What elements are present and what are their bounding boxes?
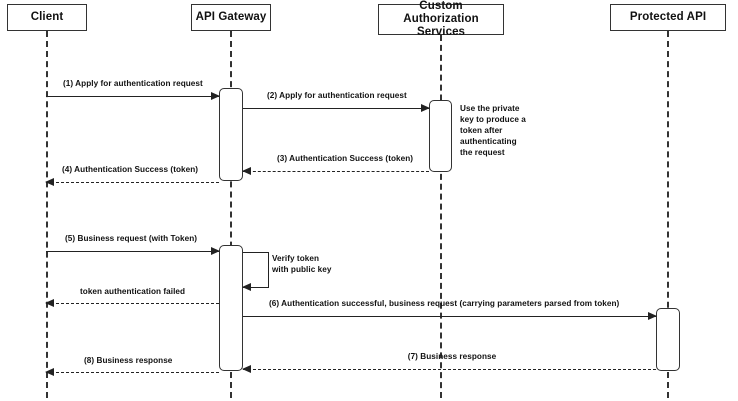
message-line-7 — [243, 369, 656, 370]
message-line-3 — [243, 171, 429, 172]
message-line-5 — [46, 251, 219, 252]
participant-box-api-gateway[interactable]: API Gateway — [191, 4, 271, 31]
arrowhead-right-5 — [211, 246, 220, 255]
activation-bar-custom-authorization-services — [429, 100, 452, 172]
activation-bar-protected-api — [656, 308, 680, 371]
message-line-1 — [46, 96, 219, 97]
note-private-key-line-5: the request — [460, 147, 505, 157]
message-line-8 — [46, 372, 219, 373]
lifeline-protected-api — [667, 31, 669, 398]
message-line-2 — [243, 108, 429, 109]
message-label-7: (7) Business response — [407, 352, 497, 361]
message-label-3: (3) Authentication Success (token) — [277, 154, 414, 163]
message-line-6 — [243, 316, 656, 317]
note-private-key-line-1: Use the private — [460, 104, 520, 113]
participant-box-protected-api[interactable]: Protected API — [610, 4, 726, 31]
participant-box-client[interactable]: Client — [7, 4, 87, 31]
arrowhead-left-self-call — [242, 282, 251, 291]
activation-bar-api-gateway-business — [219, 245, 243, 371]
self-call-bottom-line — [243, 287, 269, 288]
message-line-4 — [46, 182, 219, 183]
participant-label-protected-api: Protected API — [629, 10, 707, 23]
self-call-side-line — [268, 252, 269, 287]
lifeline-custom-authorization-services — [440, 35, 442, 398]
message-line-token-auth-failed — [46, 303, 219, 304]
lifeline-client — [46, 31, 48, 398]
message-label-token-auth-failed: token authentication failed — [80, 287, 186, 296]
participant-label-api-gateway: API Gateway — [195, 10, 267, 23]
arrowhead-left-8 — [45, 367, 54, 376]
note-private-key-line-4: authenticating — [460, 136, 517, 146]
message-label-4: (4) Authentication Success (token) — [62, 165, 199, 174]
note-private-key: Use the private key to produce a token a… — [460, 104, 526, 159]
message-label-8: (8) Business response — [84, 356, 173, 365]
arrowhead-right-6 — [648, 311, 657, 320]
arrowhead-left-7 — [242, 364, 251, 373]
message-label-6: (6) Authentication successful, business … — [269, 299, 620, 308]
self-call-top-line — [243, 252, 269, 253]
message-label-1: (1) Apply for authentication request — [63, 79, 203, 88]
self-call-verify-token[interactable] — [242, 252, 269, 291]
arrowhead-right-1 — [211, 91, 220, 100]
message-label-2: (2) Apply for authentication request — [267, 91, 407, 100]
participant-label-client: Client — [30, 10, 64, 23]
arrowhead-right-2 — [421, 103, 430, 112]
note-verify-token-line-1: Verify token — [272, 254, 320, 263]
note-verify-token-line-2: with public key — [272, 264, 332, 274]
message-label-5: (5) Business request (with Token) — [65, 234, 198, 243]
activation-bar-api-gateway-auth — [219, 88, 243, 181]
note-private-key-line-3: token after — [460, 125, 503, 135]
arrowhead-left-token-auth-failed — [45, 298, 54, 307]
participant-label-custom-authorization-services: Custom Authorization Services — [403, 0, 479, 39]
arrowhead-left-4 — [45, 177, 54, 186]
arrowhead-left-3 — [242, 166, 251, 175]
participant-box-custom-authorization-services[interactable]: Custom Authorization Services — [378, 0, 504, 38]
lifeline-api-gateway — [230, 31, 232, 398]
note-private-key-line-2: key to produce a — [460, 114, 526, 124]
note-verify-token: Verify token with public key — [272, 254, 331, 276]
